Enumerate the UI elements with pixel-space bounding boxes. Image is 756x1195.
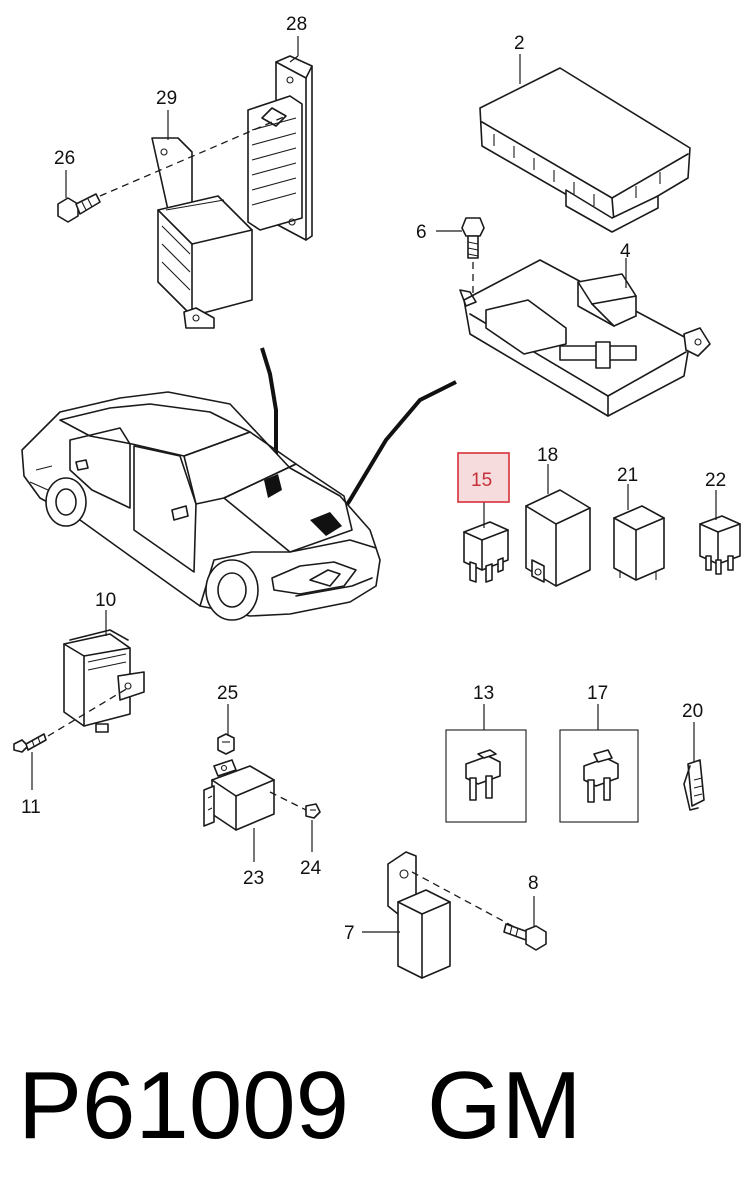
callout-24[interactable]: 24: [300, 858, 322, 879]
part-11-screw[interactable]: [13, 733, 47, 753]
part-22-relay[interactable]: [699, 515, 741, 575]
callout-15[interactable]: 15: [471, 470, 492, 491]
part-15-mini-relay[interactable]: [463, 521, 509, 583]
callout-21[interactable]: 21: [617, 465, 638, 486]
part-4-fuse-box[interactable]: [459, 259, 711, 417]
callout-10[interactable]: 10: [95, 590, 116, 611]
callout-22[interactable]: 22: [705, 470, 726, 491]
callout-8[interactable]: 8: [528, 873, 539, 894]
callout-23[interactable]: 23: [243, 868, 264, 889]
part-6-screw[interactable]: [461, 217, 485, 259]
callout-26[interactable]: 26: [54, 148, 75, 169]
part-24-screw[interactable]: [305, 803, 321, 819]
callout-28[interactable]: 28: [286, 14, 307, 35]
leader-lines: [31, 36, 717, 933]
parts-diagram: 28 2 29 26 6 4 15 18 21 22 10 25 13 17 2…: [13, 14, 741, 979]
caption: P61009 GM: [18, 1046, 582, 1166]
callout-13[interactable]: 13: [473, 683, 494, 704]
part-8-bolt[interactable]: [503, 923, 547, 951]
part-7-relay[interactable]: [387, 851, 451, 979]
callout-18[interactable]: 18: [537, 445, 558, 466]
callout-4[interactable]: 4: [620, 241, 631, 262]
callout-20[interactable]: 20: [682, 701, 703, 722]
part-18-relay[interactable]: [525, 489, 591, 587]
part-number-text: P61009: [18, 1052, 349, 1159]
callout-25[interactable]: 25: [217, 683, 238, 704]
part-13-fuse[interactable]: [445, 729, 527, 823]
part-21-relay[interactable]: [613, 505, 665, 581]
part-23-relay[interactable]: [203, 759, 275, 831]
brand-text: GM: [426, 1052, 582, 1159]
part-25-clip[interactable]: [217, 733, 235, 755]
part-28-relay-bracket[interactable]: [247, 55, 313, 241]
part-17-fuse[interactable]: [559, 729, 639, 823]
part-26-bolt[interactable]: [57, 193, 101, 223]
callout-7[interactable]: 7: [344, 923, 355, 944]
part-20-fuse-puller[interactable]: [683, 759, 705, 811]
callout-2[interactable]: 2: [514, 33, 525, 54]
part-10-control-module[interactable]: [63, 629, 145, 733]
callout-6[interactable]: 6: [416, 222, 427, 243]
part-29-relay[interactable]: [151, 137, 253, 329]
callout-labels: 28 2 29 26 6 4 15 18 21 22 10 25 13 17 2…: [21, 14, 726, 944]
callout-17[interactable]: 17: [587, 683, 608, 704]
part-2-fuse-box-cover[interactable]: [479, 67, 691, 233]
callout-15-highlight-box: [457, 452, 510, 503]
callout-11[interactable]: 11: [21, 797, 41, 818]
car-illustration: [21, 391, 381, 621]
callout-29[interactable]: 29: [156, 88, 177, 109]
